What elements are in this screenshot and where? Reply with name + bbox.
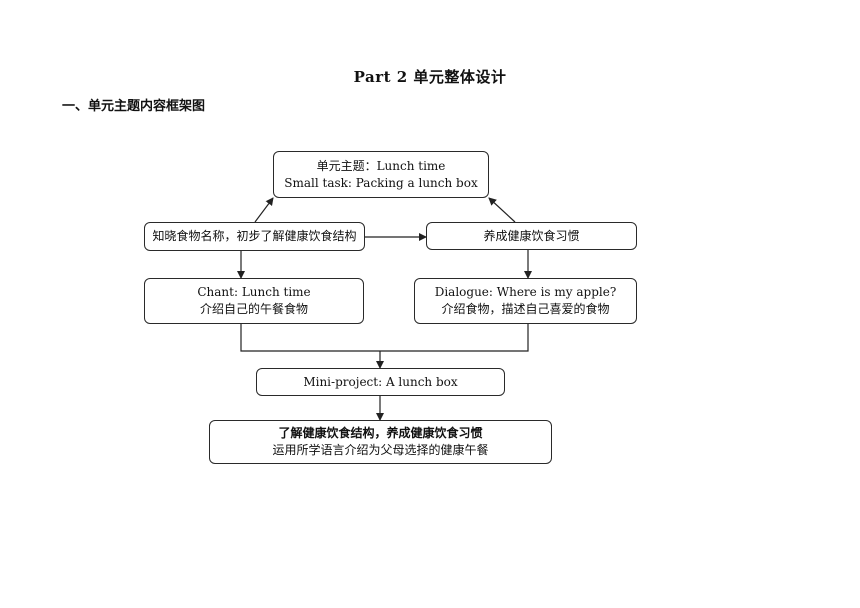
outcome-line-2: 运用所学语言介绍为父母选择的健康午餐 [272, 443, 489, 457]
node-dialogue: Dialogue: Where is my apple? 介绍食物，描述自己喜爱… [414, 278, 637, 324]
connector-lessons-merge [240, 324, 529, 352]
mini-project-text: Mini-project: A lunch box [303, 374, 458, 389]
node-mini-project: Mini-project: A lunch box [256, 368, 505, 396]
goal-right-text: 养成健康饮食习惯 [483, 228, 580, 243]
chant-description: 介绍自己的午餐食物 [199, 302, 308, 316]
page-title: Part 2 单元整体设计 [353, 68, 507, 86]
goal-left-text: 知晓食物名称，初步了解健康饮食结构 [152, 229, 357, 243]
chant-title: Chant: Lunch time [197, 285, 311, 299]
node-goal-left: 知晓食物名称，初步了解健康饮食结构 [144, 222, 365, 251]
unit-theme-title: 单元主题：Lunch time [316, 158, 446, 173]
node-unit-theme: 单元主题：Lunch time Small task: Packing a lu… [273, 151, 489, 198]
node-goal-right: 养成健康饮食习惯 [426, 222, 637, 250]
unit-theme-small-task: Small task: Packing a lunch box [284, 175, 478, 190]
node-chant: Chant: Lunch time 介绍自己的午餐食物 [144, 278, 364, 324]
arrow-left-goal-to-theme [254, 197, 274, 223]
section-heading: 一、单元主题内容框架图 [62, 99, 206, 114]
node-outcome: 了解健康饮食结构，养成健康饮食习惯 运用所学语言介绍为父母选择的健康午餐 [209, 420, 552, 464]
dialogue-description: 介绍食物，描述自己喜爱的食物 [441, 302, 610, 316]
dialogue-title: Dialogue: Where is my apple? [434, 285, 617, 299]
arrow-right-goal-to-theme [488, 197, 516, 223]
outcome-line-1: 了解健康饮食结构，养成健康饮食习惯 [278, 426, 483, 440]
